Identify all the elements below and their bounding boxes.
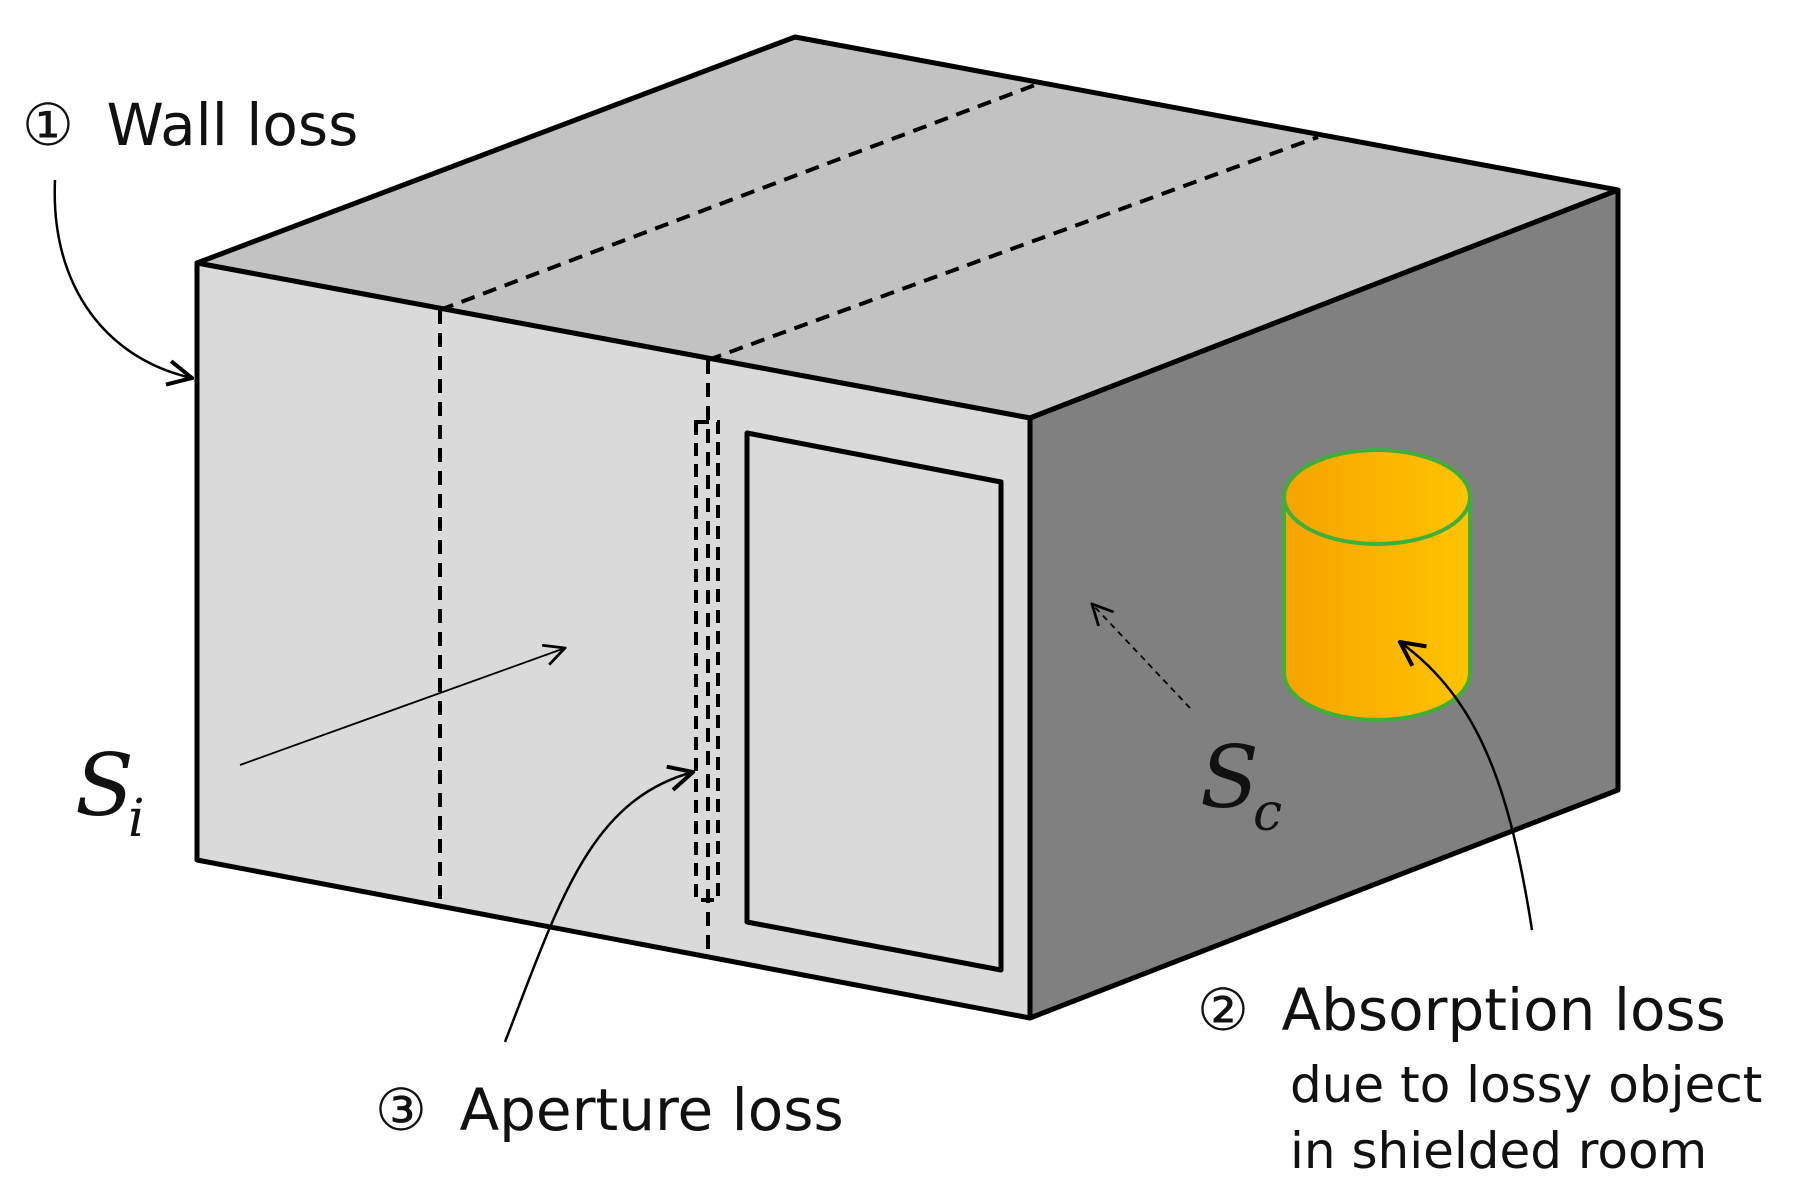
- chamber-field-arrow: [1092, 604, 1191, 709]
- svg-text:② Absorption loss: ② Absorption loss: [1197, 976, 1726, 1044]
- chamber-symbol-sub: c: [1253, 783, 1282, 843]
- top-seam-2: [707, 135, 1319, 362]
- absorption-loss-label: ② Absorption loss due to lossy object in…: [1197, 976, 1762, 1180]
- incident-field-symbol: S i: [75, 736, 145, 849]
- wall-loss-text: Wall loss: [106, 91, 358, 159]
- aperture-loss-number: ③: [375, 1076, 427, 1144]
- door: [744, 430, 1004, 973]
- incident-symbol-sub: i: [128, 789, 145, 849]
- panel-seams: [438, 83, 1319, 955]
- svg-text:③ Aperture loss: ③ Aperture loss: [375, 1076, 844, 1144]
- chamber-symbol-main: S: [1200, 728, 1259, 828]
- svg-text:① Wall loss: ① Wall loss: [22, 91, 358, 159]
- incident-field-arrow: [239, 648, 565, 766]
- absorption-loss-text: Absorption loss: [1281, 976, 1725, 1044]
- wall-loss-label: ① Wall loss: [22, 91, 358, 159]
- aperture-loss-text: Aperture loss: [459, 1076, 843, 1144]
- absorption-loss-arrow: [1400, 642, 1534, 931]
- absorption-loss-line2: due to lossy object: [1290, 1056, 1762, 1114]
- wall-loss-arrow: [53, 179, 192, 378]
- wall-loss-number: ①: [22, 91, 74, 159]
- incident-symbol-main: S: [75, 736, 134, 836]
- top-seam-1: [439, 83, 1036, 312]
- absorption-loss-number: ②: [1197, 976, 1249, 1044]
- absorption-loss-line3: in shielded room: [1290, 1122, 1707, 1180]
- aperture-loss-arrow: [503, 772, 693, 1043]
- aperture-loss-label: ③ Aperture loss: [375, 1076, 844, 1144]
- aperture-slot: [694, 420, 720, 902]
- chamber-field-symbol: S c: [1200, 728, 1282, 843]
